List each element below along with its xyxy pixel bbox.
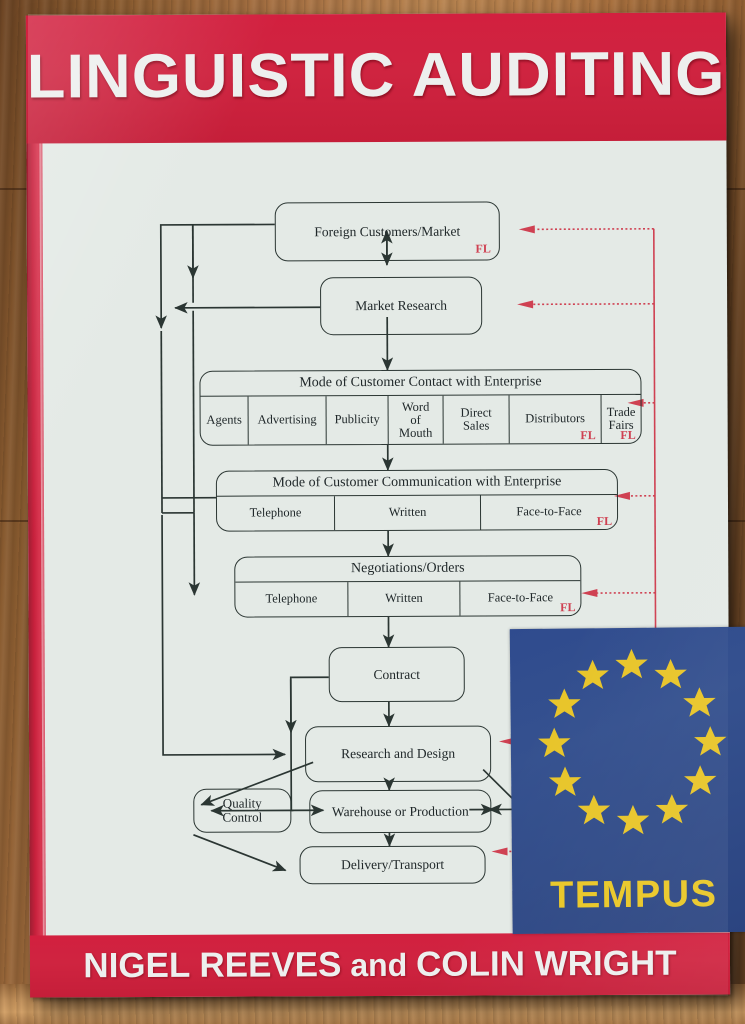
cell-label-line: Sales [462, 418, 490, 433]
fl-badge: FL [620, 427, 636, 442]
fl-badge: FL [596, 513, 613, 528]
node-label: Research and Design [341, 745, 456, 762]
group-cells: Telephone Written Face-to-Face FL [216, 495, 617, 531]
node-market-research[interactable]: Market Research [320, 276, 483, 336]
node-quality-control[interactable]: Quality Control [193, 788, 292, 833]
cell-label: Distributors [525, 411, 586, 426]
cell-trade-fairs[interactable]: Trade Fairs FL [602, 395, 641, 443]
node-foreign-customers-market[interactable]: Foreign Customers/Market FL [274, 201, 500, 262]
group-negotiations-orders[interactable]: Negotiations/Orders Telephone Written Fa… [234, 555, 582, 618]
fl-arrow [627, 398, 644, 407]
cell-label: Agents [206, 412, 242, 427]
cell-label: Publicity [334, 412, 380, 427]
cell-label: Direct Sales [460, 405, 492, 433]
flowchart: Foreign Customers/Market FL Market Resea… [42, 140, 745, 935]
tempus-wordmark: TEMPUS [549, 873, 718, 917]
cell-face-to-face[interactable]: Face-to-Face FL [481, 495, 617, 530]
cell-advertising[interactable]: Advertising [248, 396, 327, 445]
cell-word-of-mouth[interactable]: Word of Mouth [388, 395, 444, 444]
cell-written[interactable]: Written [348, 581, 461, 617]
book: LINGUISTIC AUDITING NIGEL REEVES and COL… [25, 12, 745, 998]
cell-label-line: Trade [606, 404, 636, 420]
cell-label: Telephone [265, 591, 318, 606]
fl-badge: FL [475, 241, 491, 256]
node-label: Delivery/Transport [341, 856, 445, 873]
author-one: NIGEL REEVES [83, 945, 342, 986]
group-cells: Telephone Written Face-to-Face FL [235, 581, 580, 617]
cell-label-line: Mouth [398, 425, 433, 440]
book-title: LINGUISTIC AUDITING [26, 39, 726, 112]
fl-badge: FL [580, 427, 596, 442]
cell-label: Advertising [257, 412, 317, 427]
cell-label-line: Word [401, 399, 430, 414]
node-delivery-transport[interactable]: Delivery/Transport [299, 845, 486, 885]
cell-label: Written [388, 505, 427, 520]
eu-stars-circle [538, 648, 727, 835]
group-cells: Agents Advertising Publicity Word of Mou… [200, 395, 641, 445]
node-label-line: Control [222, 809, 263, 825]
cell-label-line: Direct [460, 405, 492, 420]
cell-label-line: of [410, 412, 421, 427]
cell-telephone[interactable]: Telephone [235, 582, 349, 617]
cell-agents[interactable]: Agents [200, 396, 249, 445]
cell-label: Written [385, 591, 423, 606]
group-mode-of-customer-communication[interactable]: Mode of Customer Communication with Ente… [215, 468, 619, 532]
author-two: COLIN WRIGHT [416, 943, 677, 984]
tempus-eu-flag-logo: TEMPUS [509, 626, 745, 935]
cell-written[interactable]: Written [334, 495, 482, 531]
cell-label: Telephone [249, 505, 302, 520]
cell-publicity[interactable]: Publicity [326, 395, 389, 445]
group-title: Negotiations/Orders [235, 556, 581, 583]
cell-telephone[interactable]: Telephone [216, 496, 336, 531]
group-title: Mode of Customer Contact with Enterprise [200, 369, 641, 397]
node-warehouse-or-production[interactable]: Warehouse or Production [309, 789, 492, 834]
fl-arrow [581, 589, 598, 598]
node-label: Market Research [355, 297, 448, 314]
cell-distributors[interactable]: Distributors FL [509, 395, 602, 444]
node-research-and-design[interactable]: Research and Design [304, 725, 492, 783]
cell-label: Face-to-Face [516, 504, 582, 519]
cell-label: Word of Mouth [398, 399, 433, 440]
eu-star-ring [538, 648, 727, 835]
cell-label: Face-to-Face [487, 590, 554, 605]
group-mode-of-customer-contact[interactable]: Mode of Customer Contact with Enterprise… [199, 368, 642, 446]
node-contract[interactable]: Contract [328, 646, 465, 703]
node-label: Quality Control [222, 795, 263, 825]
fl-arrow [517, 300, 534, 309]
authors-conjunction: and [341, 946, 417, 984]
fl-arrow [491, 847, 508, 856]
cell-face-to-face[interactable]: Face-to-Face FL [460, 581, 580, 616]
fl-badge: FL [560, 599, 576, 614]
node-label: Foreign Customers/Market [314, 223, 461, 239]
author-band: NIGEL REEVES and COLIN WRIGHT [29, 932, 731, 998]
node-label: Warehouse or Production [331, 803, 469, 819]
node-label: Contract [373, 666, 421, 682]
fl-arrow [613, 491, 630, 500]
group-title: Mode of Customer Communication with Ente… [216, 469, 617, 497]
book-authors: NIGEL REEVES and COLIN WRIGHT [30, 943, 730, 986]
node-label-line: Quality [222, 795, 262, 811]
cell-direct-sales[interactable]: Direct Sales [443, 395, 510, 444]
title-band: LINGUISTIC AUDITING [25, 12, 727, 144]
fl-arrow [518, 225, 535, 234]
flowchart-connectors [155, 223, 657, 872]
